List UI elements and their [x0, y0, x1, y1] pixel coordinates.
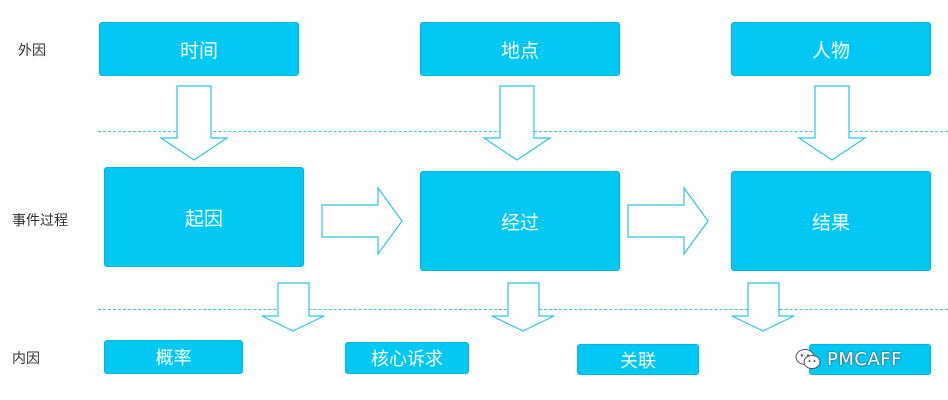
arrow-down-probability: [261, 282, 325, 332]
arrow-down-time: [159, 85, 229, 161]
arrow-right-process-to-result: [627, 186, 709, 256]
box-place: 地点: [420, 22, 620, 76]
box-probability: 概率: [104, 340, 243, 374]
wechat-icon: [795, 349, 821, 369]
arrow-down-place: [482, 85, 552, 161]
arrow-down-relation: [731, 282, 795, 332]
box-relation: 关联: [577, 344, 699, 375]
box-time: 时间: [99, 22, 299, 76]
row-label-process: 事件过程: [12, 213, 68, 229]
arrow-down-core-demand: [491, 282, 555, 332]
watermark: PMCAFF: [795, 348, 902, 370]
box-result: 结果: [731, 171, 931, 271]
arrow-right-cause-to-process: [321, 186, 403, 256]
arrow-down-person: [797, 85, 867, 161]
watermark-text: PMCAFF: [827, 348, 902, 370]
box-process: 经过: [420, 171, 620, 271]
box-cause: 起因: [104, 167, 304, 267]
row-label-internal: 内因: [12, 351, 40, 367]
box-core-demand: 核心诉求: [345, 342, 469, 374]
row-label-external: 外因: [18, 43, 46, 59]
box-person: 人物: [731, 22, 931, 76]
